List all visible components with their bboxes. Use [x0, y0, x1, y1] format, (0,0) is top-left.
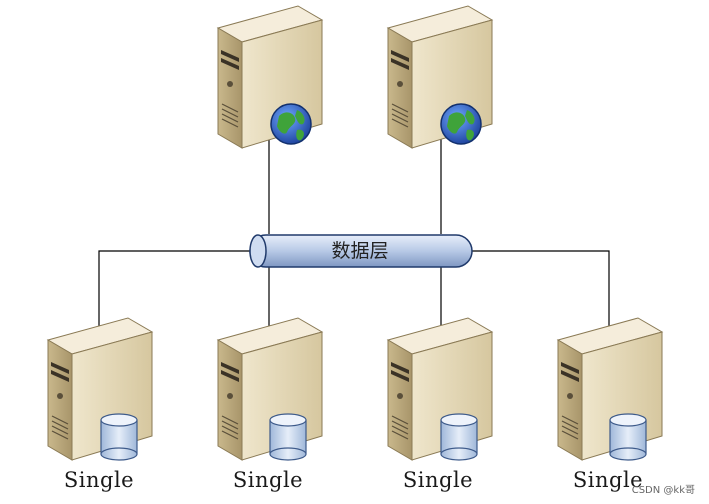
globe-icon — [440, 103, 482, 145]
node-label-4: Single — [572, 468, 644, 492]
database-icon — [609, 413, 647, 461]
data-layer-bus — [249, 234, 473, 268]
node-label-1: Single — [63, 468, 135, 492]
node-label-2: Single — [232, 468, 304, 492]
database-icon — [440, 413, 478, 461]
node-label-3: Single — [402, 468, 474, 492]
data-layer-label: 数据层 — [331, 240, 389, 262]
database-icon — [100, 413, 138, 461]
globe-icon — [270, 103, 312, 145]
watermark: CSDN @kk哥 — [631, 485, 695, 496]
database-icon — [269, 413, 307, 461]
